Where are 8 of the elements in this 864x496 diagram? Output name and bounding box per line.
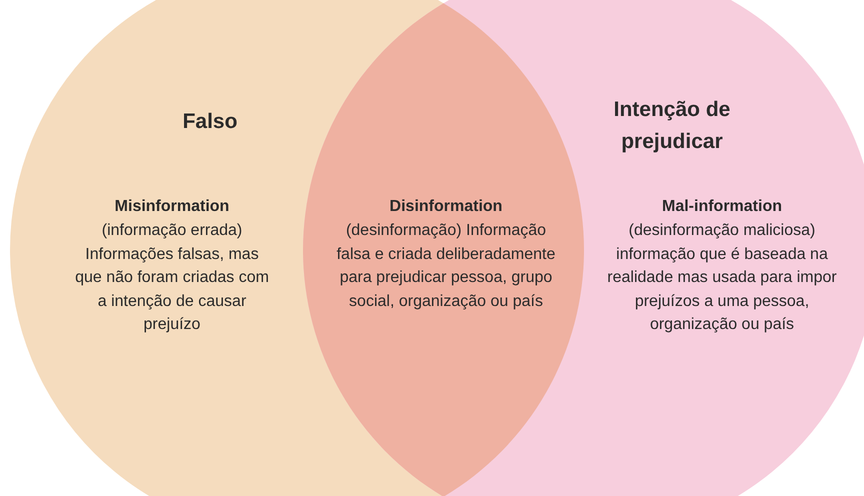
circle-heading: Falso: [182, 109, 238, 135]
term-description: (desinformação maliciosa) informação que é baseada na realidade mas usada para impor prejuízos a uma pessoa, organização ou país: [606, 221, 838, 335]
term-title: Disinformation: [390, 197, 502, 217]
term-title: Mal-information: [662, 197, 782, 217]
circle-heading: Intenção de prejudicar: [612, 97, 732, 155]
term-title: Misinformation: [114, 197, 230, 217]
term-description: (desinformação) Informação falsa e criada deliberadamente para prejudicar pessoa, grupo social, organização ou país: [336, 221, 556, 312]
term-description: (informação errada) Informações falsas, mas que não foram criadas com a intenção de causar prejuízo: [74, 221, 270, 335]
